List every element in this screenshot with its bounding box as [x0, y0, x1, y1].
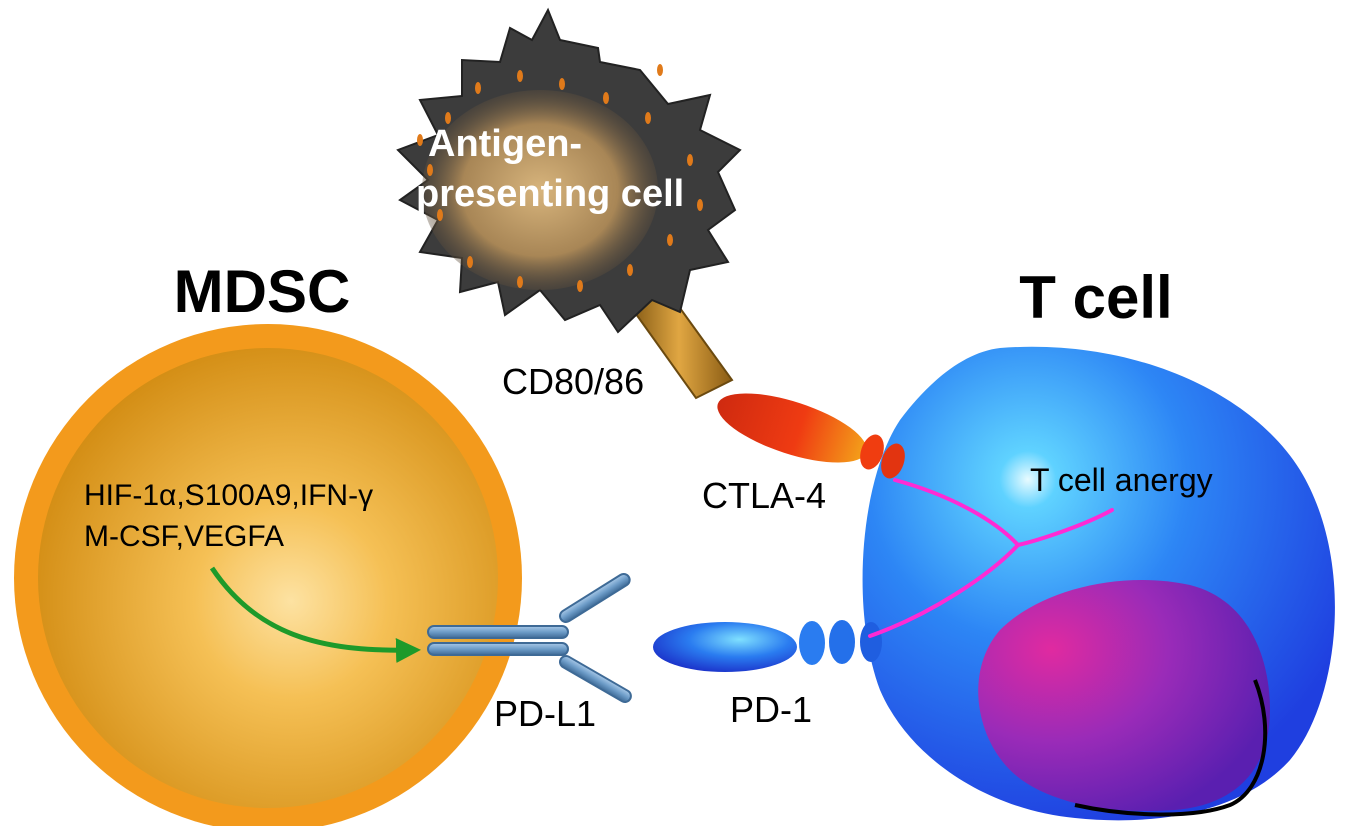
cd80-label: CD80/86: [502, 361, 644, 402]
apc-granules: [417, 64, 703, 292]
green-curved-arrow-icon: [209, 566, 421, 663]
pdl1-arm-lower: [427, 642, 569, 656]
factors-line2: M-CSF,VEGFA: [84, 520, 284, 553]
tcell-title: T cell: [1019, 264, 1172, 331]
pdl1-label: PD-L1: [494, 693, 596, 734]
pd1-bead: [799, 621, 825, 665]
apc-label-line1: Antigen-: [428, 123, 582, 165]
t-cell-nucleus: [978, 580, 1270, 811]
mdsc-title: MDSC: [174, 258, 351, 325]
factors-line1: HIF-1α,S100A9,IFN-γ: [84, 479, 373, 512]
pdl1-fork-upper: [559, 572, 631, 623]
nucleus-shadow-edge: [1074, 679, 1268, 817]
ctla4-receptor: [717, 393, 905, 479]
pdl1-arm-upper: [427, 625, 569, 639]
mdsc-cell: [14, 324, 522, 831]
antigen-presenting-cell: [396, 7, 742, 400]
pd1-receptor: [653, 620, 882, 672]
anergy-label: T cell anergy: [1030, 462, 1213, 498]
t-cell: [862, 346, 1335, 821]
pdl1-fork-lower: [559, 655, 632, 703]
ctla4-label: CTLA-4: [702, 475, 826, 516]
ctla4-bead: [860, 434, 884, 470]
mdsc-cytoplasm: [38, 348, 498, 808]
anergy-signal-path: [868, 478, 1114, 638]
ctla4-bead: [881, 443, 905, 479]
pd1-bead: [860, 622, 882, 662]
apc-label-line2: presenting cell: [416, 173, 684, 215]
pd1-bead: [829, 620, 855, 664]
pd1-label: PD-1: [730, 689, 812, 730]
pdl1-receptor: [427, 572, 632, 703]
ctla4-domain: [717, 393, 867, 463]
pd1-domain: [653, 622, 797, 672]
apc-cytoplasm: [422, 90, 658, 290]
